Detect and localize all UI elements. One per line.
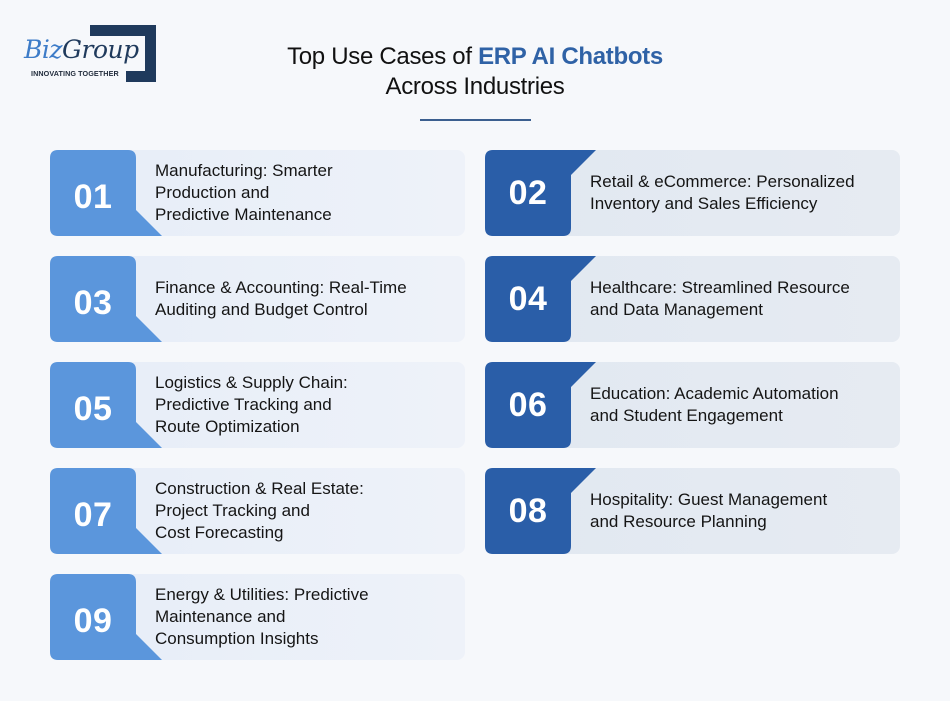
use-case-number: 02 — [508, 173, 548, 212]
number-panel: 07 — [50, 468, 162, 554]
number-panel-shape — [50, 468, 162, 554]
use-case-card: 08 Hospitality: Guest Management and Reso… — [485, 468, 900, 554]
logo-frame-shape — [90, 25, 156, 82]
use-case-number: 03 — [73, 283, 113, 322]
number-panel-shape — [485, 150, 596, 236]
use-case-card: 09 Energy & Utilities: Predictive Mainten… — [50, 574, 465, 660]
logo-wordmark: BizGroup — [24, 36, 141, 64]
use-case-card: 04 Healthcare: Streamlined Resource and D… — [485, 256, 900, 342]
use-case-card: 07 Construction & Real Estate: Project Tr… — [50, 468, 465, 554]
number-panel: 03 — [50, 256, 162, 342]
title-highlight: ERP AI Chatbots — [478, 43, 663, 70]
use-case-card: 02 Retail & eCommerce: Personalized Inven… — [485, 150, 900, 236]
use-case-title: Construction & Real Estate: Project Trac… — [155, 479, 364, 542]
use-case-number: 06 — [508, 385, 548, 424]
use-case-title: Logistics & Supply Chain: Predictive Tra… — [155, 373, 348, 436]
number-panel: 05 — [50, 362, 162, 448]
use-case-title: Finance & Accounting: Real-Time Auditing… — [155, 278, 407, 319]
number-panel: 01 — [50, 150, 162, 236]
number-panel-shape — [50, 150, 162, 236]
logo-frame-segment — [90, 25, 101, 39]
use-case-title: Retail & eCommerce: Personalized Invento… — [590, 172, 855, 213]
number-panel-shape — [50, 574, 162, 660]
logo-group: Group — [62, 35, 139, 64]
title-prefix: Top Use Cases of — [287, 43, 479, 70]
use-case-title: Healthcare: Streamlined Resource and Dat… — [590, 278, 850, 319]
use-case-number: 09 — [73, 601, 113, 640]
number-panel-shape — [50, 362, 162, 448]
use-case-number: 07 — [73, 495, 113, 534]
use-case-card: 03 Finance & Accounting: Real-Time Auditi… — [50, 256, 465, 342]
use-case-title: Manufacturing: Smarter Production and Pr… — [155, 161, 333, 224]
use-case-card: 06 Education: Academic Automation and Stu… — [485, 362, 900, 448]
title-line-2: Across Industries — [385, 73, 565, 100]
logo-tagline: INNOVATING TOGETHER — [31, 69, 122, 78]
use-case-card: 05 Logistics & Supply Chain: Predictive T… — [50, 362, 465, 448]
title-underline — [420, 119, 531, 121]
number-panel-shape — [485, 362, 596, 448]
use-case-number: 05 — [73, 389, 113, 428]
use-case-card: 01 Manufacturing: Smarter Production and … — [50, 150, 465, 236]
number-panel-shape — [50, 256, 162, 342]
number-panel: 06 — [485, 362, 597, 448]
title-line-1: Top Use Cases of ERP AI Chatbots — [0, 42, 950, 72]
use-case-title: Energy & Utilities: Predictive Maintenan… — [155, 585, 369, 648]
number-panel: 04 — [485, 256, 597, 342]
use-case-number: 01 — [73, 177, 113, 216]
number-panel-shape — [485, 256, 596, 342]
bizgroup-logo: BizGroup INNOVATING TOGETHER — [22, 24, 162, 86]
number-panel-shape — [485, 468, 596, 554]
use-case-number: 04 — [508, 279, 548, 318]
logo-biz: Biz — [24, 35, 63, 64]
number-panel: 08 — [485, 468, 597, 554]
use-case-title: Education: Academic Automation and Stude… — [590, 384, 839, 425]
logo-frame-segment — [126, 71, 156, 82]
number-panel: 02 — [485, 150, 597, 236]
page-title: Top Use Cases of ERP AI Chatbots Across … — [0, 42, 950, 102]
use-case-number: 08 — [508, 491, 548, 530]
use-case-title: Hospitality: Guest Management and Resour… — [590, 490, 828, 531]
number-panel: 09 — [50, 574, 162, 660]
